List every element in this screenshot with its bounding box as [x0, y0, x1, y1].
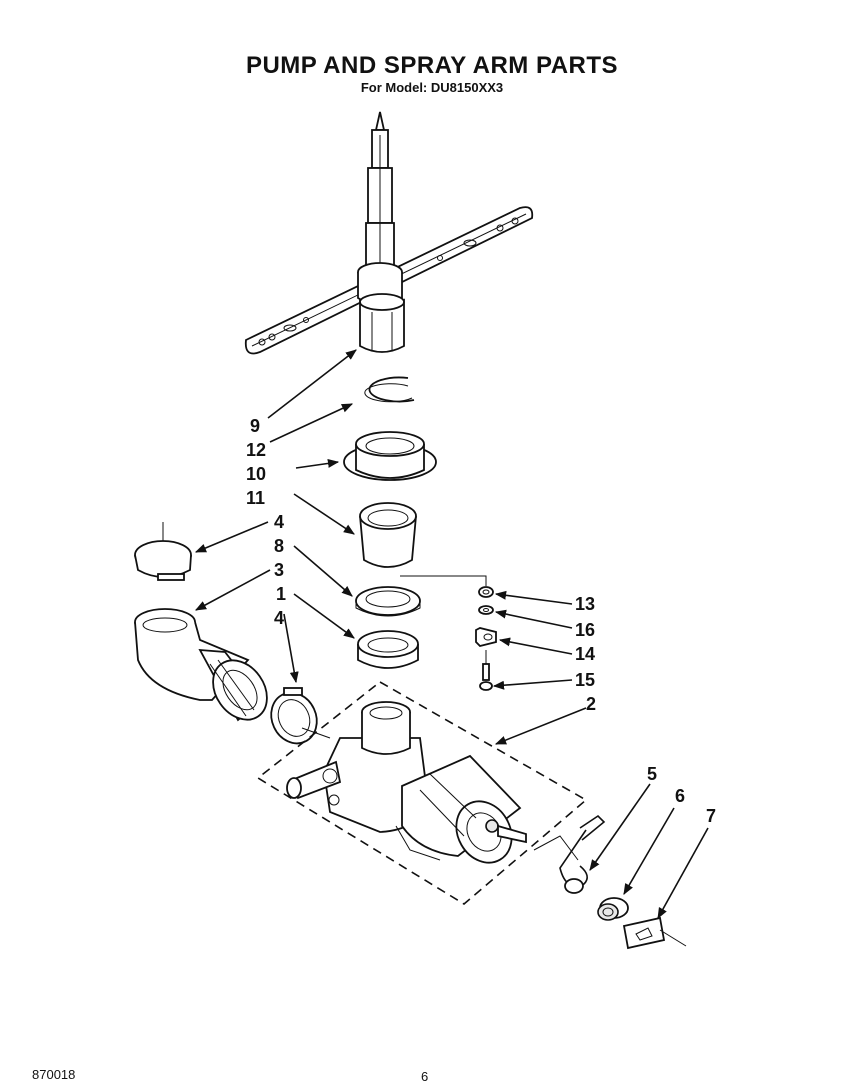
- callout-14: 14: [575, 644, 595, 664]
- callout-16: 16: [575, 620, 595, 640]
- callout-labels: 9 12 10 11 4 8 3 1 4 13 16 14 15 2 5 6 7: [246, 416, 716, 826]
- part-9-hub: [359, 293, 405, 353]
- part-2-pump-assembly: [256, 681, 588, 905]
- callout-8: 8: [274, 536, 284, 556]
- document-number: 870018: [32, 1067, 76, 1082]
- part-6-cap: [597, 897, 629, 921]
- callout-4-upper: 4: [274, 512, 284, 532]
- page-number: 6: [421, 1069, 429, 1084]
- callout-11: 11: [246, 488, 265, 508]
- callout-5: 5: [647, 764, 657, 784]
- callout-7: 7: [706, 806, 716, 826]
- parts-13-16-14-15: [400, 575, 497, 691]
- part-12-ring: [364, 376, 415, 403]
- part-3-hose: [134, 608, 268, 722]
- part-4-clamp-lower: [270, 687, 331, 745]
- callout-10: 10: [246, 464, 266, 484]
- page-title: PUMP AND SPRAY ARM PARTS: [245, 52, 619, 79]
- callout-3: 3: [274, 560, 284, 580]
- leader-lines: [194, 349, 709, 919]
- model-subtitle: For Model: DU8150XX3: [360, 80, 504, 95]
- part-1-gasket: [357, 630, 419, 669]
- callout-9: 9: [250, 416, 260, 436]
- callout-6: 6: [675, 786, 685, 806]
- part-7-plate: [622, 916, 687, 950]
- part-11-cup: [359, 502, 417, 568]
- callout-1: 1: [276, 584, 286, 604]
- callout-12: 12: [246, 440, 266, 460]
- callout-2: 2: [586, 694, 596, 714]
- callout-13: 13: [575, 594, 595, 614]
- part-5-wire-clip: [559, 814, 606, 894]
- part-8-seal: [355, 586, 421, 617]
- callout-15: 15: [575, 670, 595, 690]
- part-10-flange: [343, 431, 437, 481]
- spray-arm: [244, 206, 534, 355]
- spray-arm-shaft: [365, 111, 395, 266]
- callout-4-lower: 4: [274, 608, 284, 628]
- part-4-clamp-upper: [134, 522, 192, 581]
